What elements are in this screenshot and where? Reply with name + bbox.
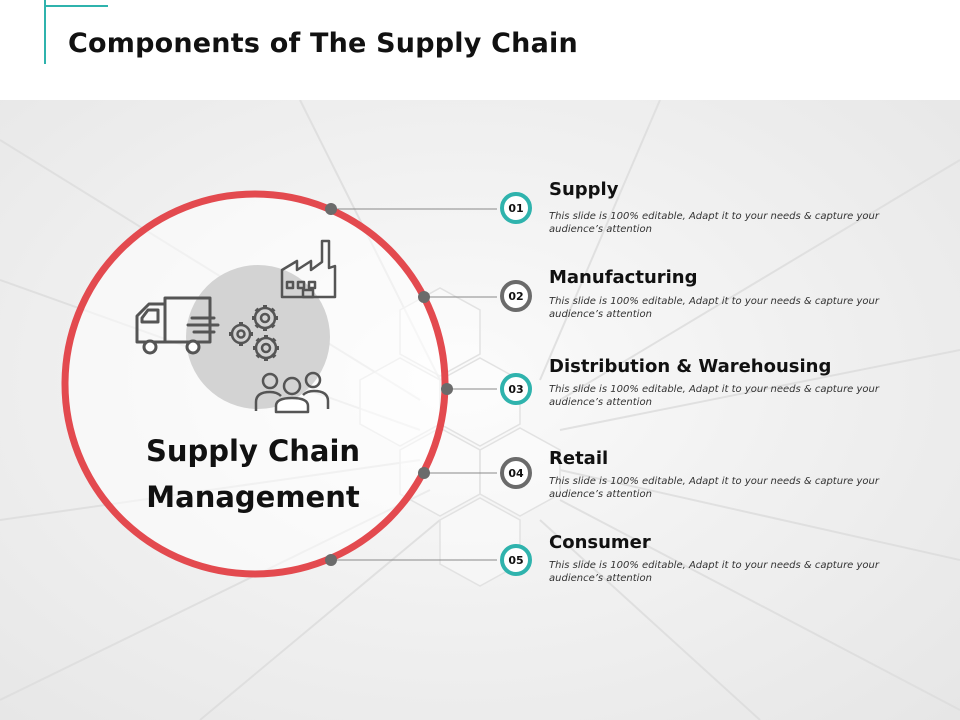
component-description-distribution-warehousing: This slide is 100% editable, Adapt it to… — [549, 384, 879, 408]
header-accent-horizontal — [44, 5, 108, 7]
ring-dot-05 — [325, 554, 337, 566]
component-title-consumer: Consumer — [549, 532, 651, 553]
number-badge-03: 03 — [500, 373, 532, 405]
component-title-manufacturing: Manufacturing — [549, 267, 698, 288]
factory-icon — [280, 239, 337, 299]
number-badge-label: 01 — [508, 201, 524, 215]
center-label-line-1: Supply Chain — [145, 434, 361, 468]
component-title-supply: Supply — [549, 179, 619, 200]
ring-dot-01 — [325, 203, 337, 215]
ring-dot-02 — [418, 291, 430, 303]
component-description-consumer: This slide is 100% editable, Adapt it to… — [549, 560, 879, 584]
truck-icon — [135, 296, 220, 355]
gears-icon — [229, 305, 279, 361]
people-icon — [254, 371, 330, 414]
component-title-retail: Retail — [549, 448, 609, 469]
number-badge-01: 01 — [500, 192, 532, 224]
center-label: Supply Chain Management — [118, 428, 388, 520]
number-badge-04: 04 — [500, 457, 532, 489]
component-title-distribution-warehousing: Distribution & Warehousing — [549, 356, 832, 377]
ring-dot-03 — [441, 383, 453, 395]
header-accent-vertical — [44, 0, 46, 64]
number-badge-05: 05 — [500, 544, 532, 576]
component-description-retail: This slide is 100% editable, Adapt it to… — [549, 476, 879, 500]
number-badge-label: 04 — [508, 466, 524, 480]
ring-dot-04 — [418, 467, 430, 479]
number-badge-label: 05 — [508, 553, 524, 567]
number-badge-label: 03 — [508, 382, 524, 396]
center-label-line-2: Management — [146, 480, 360, 514]
slide-title: Components of The Supply Chain — [68, 28, 578, 59]
component-description-supply: This slide is 100% editable, Adapt it to… — [549, 211, 879, 235]
icon-backdrop-circle — [186, 265, 330, 409]
component-description-manufacturing: This slide is 100% editable, Adapt it to… — [549, 296, 879, 320]
number-badge-label: 02 — [508, 289, 524, 303]
number-badge-02: 02 — [500, 280, 532, 312]
